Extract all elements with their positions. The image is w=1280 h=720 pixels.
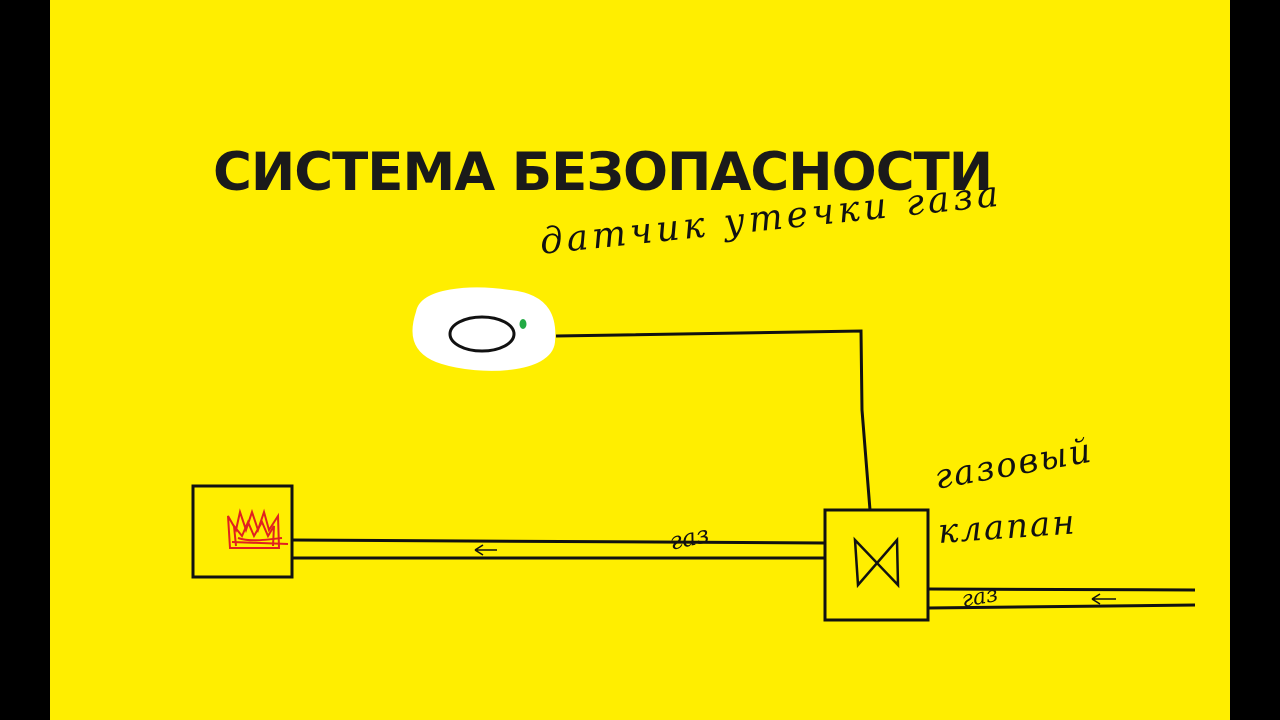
gas-pipe-left xyxy=(291,538,826,560)
valve-symbol-icon xyxy=(853,536,900,589)
arrow-left-icon xyxy=(1091,593,1116,605)
gas-valve xyxy=(823,508,930,622)
signal-wire xyxy=(555,329,872,511)
flame-icon xyxy=(227,508,289,549)
sensor-light-icon xyxy=(519,319,527,329)
valve-box xyxy=(823,508,930,622)
gas-sensor-icon xyxy=(448,315,516,353)
burner xyxy=(191,484,294,579)
burner-box xyxy=(191,484,294,579)
arrow-left-icon xyxy=(474,544,497,556)
safety-system-diagram xyxy=(191,287,1196,622)
page-title: СИСТЕМА БЕЗОПАСНОСТИ xyxy=(213,142,993,203)
gas-sensor xyxy=(412,287,556,371)
sensor-body xyxy=(412,287,556,371)
gas-pipe-right xyxy=(927,587,1196,610)
diagram-canvas: СИСТЕМА БЕЗОПАСНОСТИ xyxy=(50,0,1230,720)
